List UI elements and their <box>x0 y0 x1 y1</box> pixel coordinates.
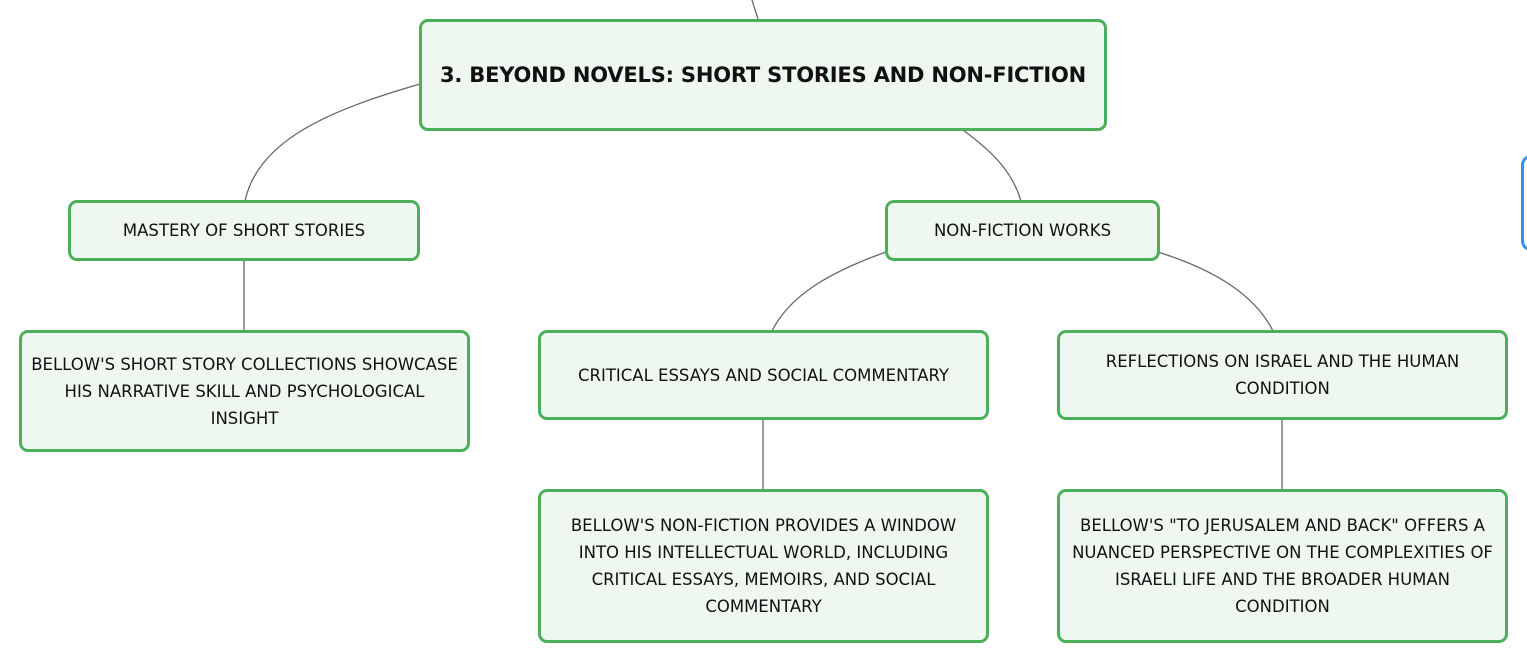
leaf-node-jerusalem-detail-label: Bellow's "To Jerusalem and Back" offers … <box>1072 516 1493 616</box>
subbranch-node-israel-reflections-label: Reflections on Israel and the Human Cond… <box>1105 352 1460 398</box>
leaf-node-short-stories-detail-label: Bellow's short story collections showcas… <box>31 354 458 428</box>
edge-root-to-non-fiction <box>962 129 1022 202</box>
branch-node-non-fiction-label: Non-Fiction Works <box>933 221 1112 240</box>
edge-parent-to-root <box>751 0 759 20</box>
subbranch-node-israel-reflections[interactable]: Reflections on Israel and the Human Cond… <box>1057 330 1508 420</box>
leaf-node-non-fiction-detail[interactable]: Bellow's non-fiction provides a window i… <box>538 489 989 643</box>
offscreen-node-edge[interactable] <box>1521 155 1527 251</box>
edge-root-to-short-stories <box>244 83 421 202</box>
root-node-label: 3. Beyond Novels: Short Stories and Non-… <box>439 62 1087 87</box>
subbranch-node-critical-essays[interactable]: Critical Essays and Social Commentary <box>538 330 989 420</box>
branch-node-non-fiction[interactable]: Non-Fiction Works <box>885 200 1160 261</box>
leaf-node-jerusalem-detail[interactable]: Bellow's "To Jerusalem and Back" offers … <box>1057 489 1508 643</box>
branch-node-short-stories-label: Mastery of Short Stories <box>122 221 366 240</box>
leaf-node-short-stories-detail[interactable]: Bellow's short story collections showcas… <box>19 330 470 452</box>
root-node[interactable]: 3. Beyond Novels: Short Stories and Non-… <box>419 19 1107 131</box>
leaf-node-non-fiction-detail-label: Bellow's non-fiction provides a window i… <box>570 516 957 616</box>
edge-non-fiction-to-essays <box>771 251 887 332</box>
subbranch-node-critical-essays-label: Critical Essays and Social Commentary <box>577 365 949 385</box>
edge-non-fiction-to-israel <box>1157 251 1274 332</box>
branch-node-short-stories[interactable]: Mastery of Short Stories <box>68 200 420 261</box>
